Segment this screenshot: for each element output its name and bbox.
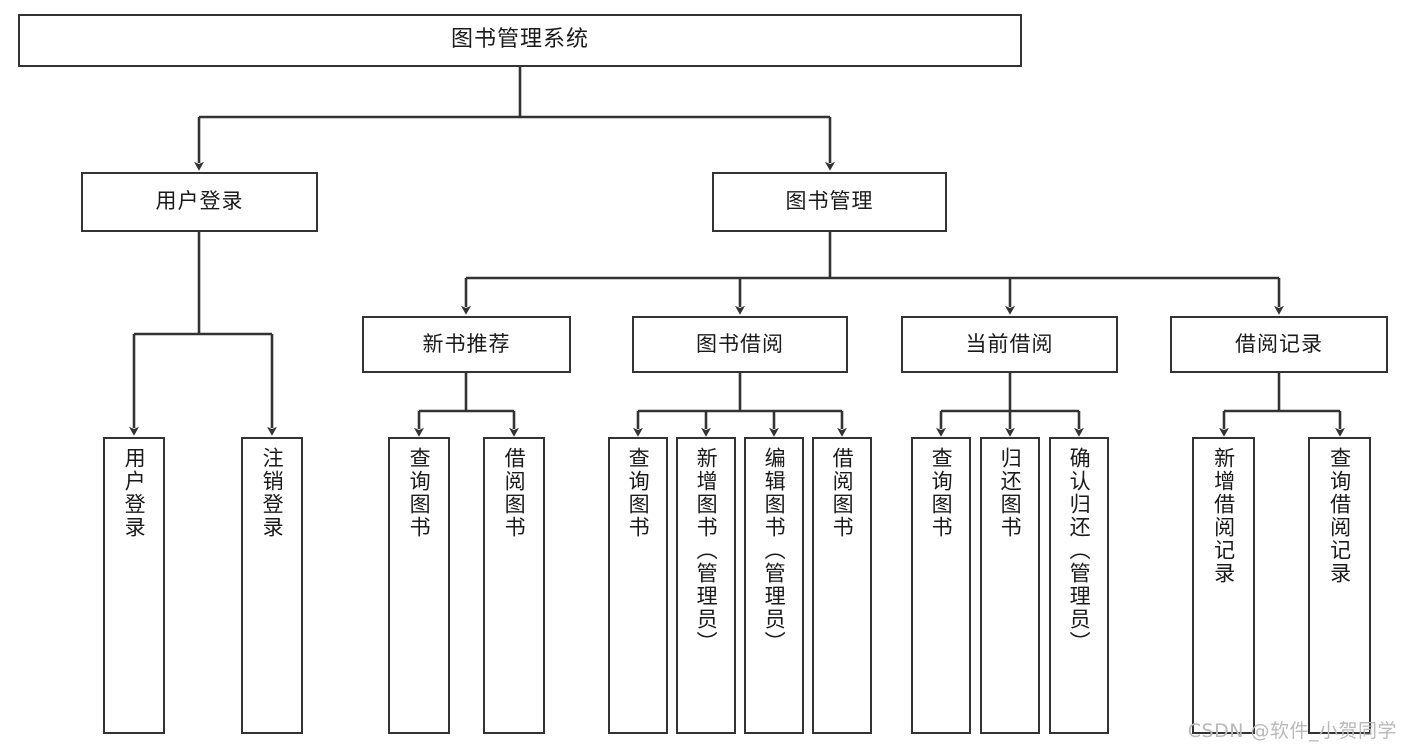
- node-leaf-edit-book-admin[interactable]: 编辑图书（管理员）: [744, 437, 804, 734]
- node-label: 当前借阅: [965, 331, 1054, 356]
- node-leaf-logout-login[interactable]: 注销登录: [241, 437, 303, 734]
- node-leaf-query-book-3[interactable]: 查询图书: [911, 437, 971, 734]
- node-leaf-borrow-book-2[interactable]: 借阅图书: [812, 437, 872, 734]
- node-label: 借阅记录: [1235, 331, 1323, 356]
- node-leaf-user-login[interactable]: 用户登录: [103, 437, 165, 734]
- node-label: 新书推荐: [422, 331, 511, 356]
- node-leaf-add-book-admin[interactable]: 新增图书（管理员）: [676, 437, 736, 734]
- node-label: 用户登录: [122, 447, 147, 539]
- node-label: 编辑图书（管理员）: [762, 447, 787, 654]
- node-label: 归还图书: [998, 447, 1023, 539]
- node-label: 借阅图书: [830, 447, 855, 539]
- node-leaf-borrow-book-1[interactable]: 借阅图书: [483, 437, 545, 734]
- node-label: 注销登录: [260, 447, 285, 539]
- node-label: 图书管理系统: [450, 27, 589, 53]
- node-label: 查询图书: [407, 447, 432, 539]
- node-label: 新增借阅记录: [1211, 447, 1236, 585]
- node-leaf-confirm-return-admin[interactable]: 确认归还（管理员）: [1049, 437, 1109, 734]
- node-label: 借阅图书: [502, 447, 527, 539]
- node-label: 查询图书: [626, 447, 651, 539]
- node-label: 查询借阅记录: [1327, 447, 1352, 585]
- node-label: 图书借阅: [696, 331, 784, 356]
- node-user-login[interactable]: 用户登录: [81, 172, 318, 232]
- node-book-manage[interactable]: 图书管理: [712, 172, 947, 232]
- node-label: 新增图书（管理员）: [694, 447, 719, 654]
- node-label: 查询图书: [929, 447, 954, 539]
- node-borrow-record[interactable]: 借阅记录: [1170, 316, 1388, 373]
- node-label: 用户登录: [155, 189, 244, 214]
- csdn-watermark: CSDN @软件_小贺同学: [1187, 720, 1397, 742]
- node-label: 图书管理: [785, 189, 874, 214]
- node-leaf-query-book-1[interactable]: 查询图书: [388, 437, 450, 734]
- node-leaf-return-book[interactable]: 归还图书: [980, 437, 1040, 734]
- node-root-book-management-system[interactable]: 图书管理系统: [18, 14, 1022, 67]
- node-leaf-query-borrow-record[interactable]: 查询借阅记录: [1308, 437, 1371, 734]
- node-label: 确认归还（管理员）: [1067, 447, 1092, 654]
- node-leaf-query-book-2[interactable]: 查询图书: [608, 437, 668, 734]
- node-leaf-add-borrow-record[interactable]: 新增借阅记录: [1192, 437, 1255, 734]
- node-new-book-recommend[interactable]: 新书推荐: [362, 316, 571, 373]
- node-current-borrow[interactable]: 当前借阅: [901, 316, 1118, 373]
- node-book-borrow[interactable]: 图书借阅: [632, 316, 848, 373]
